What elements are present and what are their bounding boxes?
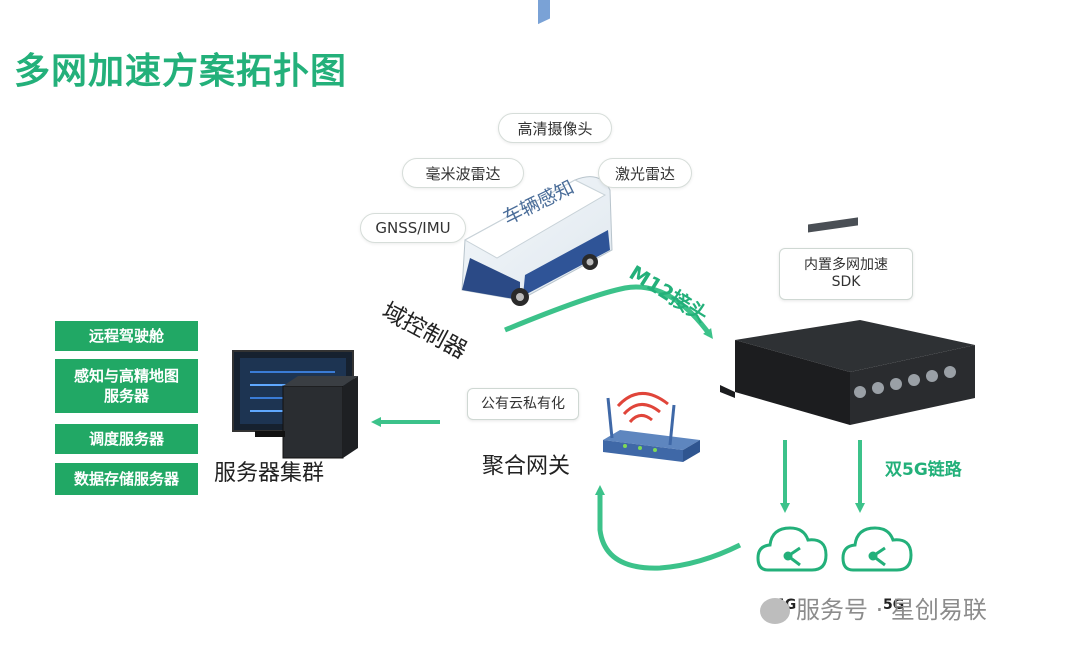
watermark-account: 服务号 [796,596,868,624]
bus-icon [461,0,613,306]
router-icon [603,392,700,462]
dual-5g-label: 双5G链路 [885,460,962,480]
gateway-label: 聚合网关 [482,454,571,479]
sensor-mm-radar: 毫米波雷达 [402,158,524,188]
server-remote-cockpit: 远程驾驶舱 [55,321,198,351]
sdk-line1: 内置多网加速 [804,257,888,273]
public-cloud-box: 公有云私有化 [467,388,579,420]
sensor-camera: 高清摄像头 [498,113,612,143]
gateway-device-icon [720,217,975,425]
sensor-lidar: 激光雷达 [598,158,692,188]
wechat-icon [760,598,790,624]
m12-link-arrow [504,284,713,340]
5g-cloud-icon [756,526,828,572]
watermark-separator: · [875,596,884,624]
sdk-box: 内置多网加速 SDK [779,248,913,300]
server-cluster-icon [232,350,358,459]
server-scheduling: 调度服务器 [55,424,198,454]
5g-cloud-icon [841,526,913,572]
diagram-title: 多网加速方案拓扑图 [14,51,348,92]
sdk-line2: SDK [831,274,861,290]
cloud-label-2: 5G [883,597,905,613]
sensor-gnss-imu: GNSS/IMU [360,213,466,243]
watermark-name: 星创易联 [890,596,987,624]
server-data-storage: 数据存储服务器 [55,463,198,495]
watermark: 服务号 · 星创易联 [760,590,987,625]
return-arrow [595,485,742,571]
server-perception-hdmap: 感知与高精地图服务器 [55,359,198,413]
server-cluster-label: 服务器集群 [214,461,325,486]
